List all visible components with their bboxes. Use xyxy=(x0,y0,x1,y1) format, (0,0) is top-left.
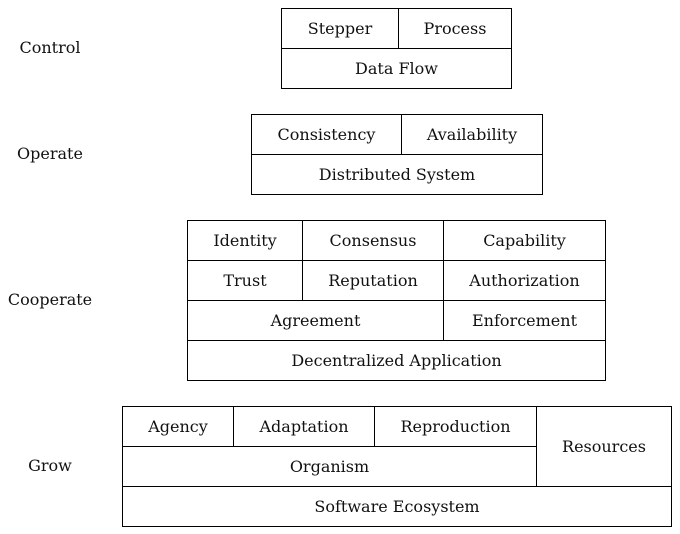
cell-enforcement: Enforcement xyxy=(443,300,606,341)
cell-distributed-system: Distributed System xyxy=(251,154,543,195)
cell-software-ecosystem: Software Ecosystem xyxy=(122,486,672,527)
cell-adaptation: Adaptation xyxy=(233,406,375,447)
cell-identity: Identity xyxy=(187,220,303,261)
cell-resources: Resources xyxy=(536,406,672,487)
row-label-control: Control xyxy=(19,38,81,57)
cell-data-flow: Data Flow xyxy=(281,48,512,89)
cell-stepper: Stepper xyxy=(281,8,399,49)
row-label-grow: Grow xyxy=(28,456,72,475)
cell-availability: Availability xyxy=(401,114,543,155)
cell-agreement: Agreement xyxy=(187,300,444,341)
cell-organism: Organism xyxy=(122,446,537,487)
row-label-cooperate: Cooperate xyxy=(7,290,93,309)
cell-trust: Trust xyxy=(187,260,303,301)
cell-agency: Agency xyxy=(122,406,234,447)
cell-decentralized-application: Decentralized Application xyxy=(187,340,606,381)
cell-consistency: Consistency xyxy=(251,114,402,155)
cell-reproduction: Reproduction xyxy=(374,406,537,447)
cell-process: Process xyxy=(398,8,512,49)
cell-reputation: Reputation xyxy=(302,260,444,301)
cell-authorization: Authorization xyxy=(443,260,606,301)
row-label-operate: Operate xyxy=(17,144,83,163)
cell-consensus: Consensus xyxy=(302,220,444,261)
cell-capability: Capability xyxy=(443,220,606,261)
